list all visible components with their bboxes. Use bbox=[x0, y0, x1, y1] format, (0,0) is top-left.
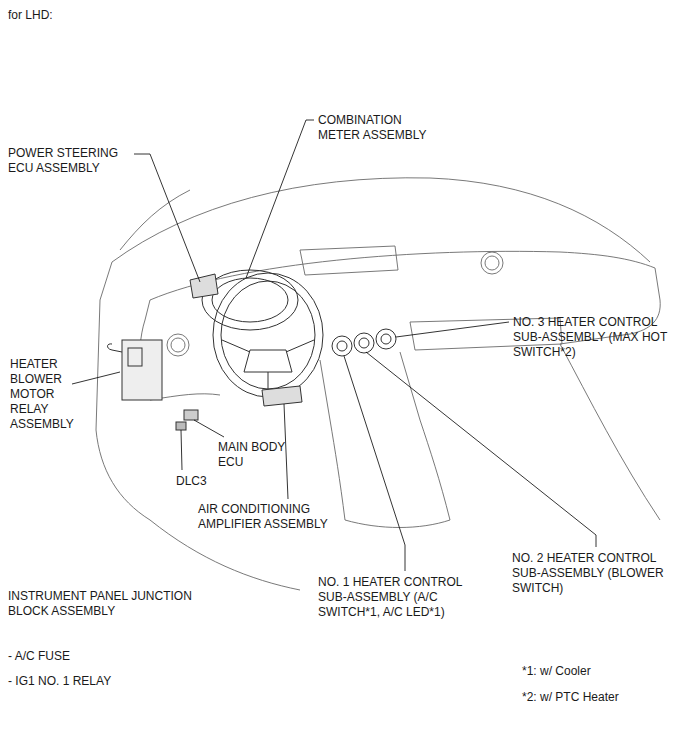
leader-line bbox=[134, 154, 200, 282]
main-body-ecu-part bbox=[184, 410, 198, 420]
part-label: - IG1 NO. 1 RELAY bbox=[8, 674, 168, 689]
part-label: *1: w/ Cooler bbox=[522, 664, 672, 679]
part-label: MAIN BODY ECU bbox=[218, 440, 290, 470]
part-label: NO. 3 HEATER CONTROL SUB-ASSEMBLY (MAX H… bbox=[513, 315, 681, 360]
leader-line bbox=[194, 420, 224, 437]
leader-line bbox=[366, 352, 596, 547]
part-label: INSTRUMENT PANEL JUNCTION BLOCK ASSEMBLY bbox=[8, 589, 208, 619]
left-vent bbox=[167, 334, 189, 356]
power-steering-ecu bbox=[190, 274, 218, 298]
leader-line bbox=[72, 372, 120, 384]
leader-line bbox=[344, 356, 405, 571]
meter-and-wheel bbox=[108, 270, 397, 430]
car-interior bbox=[96, 178, 660, 590]
heater-knob-3 bbox=[376, 329, 396, 349]
console-right bbox=[400, 352, 450, 520]
left-vent-inner bbox=[171, 338, 185, 352]
a-pillar bbox=[120, 190, 190, 250]
relay-socket bbox=[128, 348, 142, 366]
heater-knob-1 bbox=[332, 336, 352, 356]
part-label: NO. 2 HEATER CONTROL SUB-ASSEMBLY (BLOWE… bbox=[512, 551, 680, 596]
part-label: DLC3 bbox=[176, 474, 236, 489]
page-title: for LHD: bbox=[8, 8, 53, 23]
dlc3-part bbox=[176, 422, 186, 430]
dash-top bbox=[150, 251, 655, 300]
part-label: *2: w/ PTC Heater bbox=[522, 690, 672, 705]
right-vent-inner bbox=[485, 256, 499, 270]
junction-block bbox=[122, 340, 162, 400]
leader-line bbox=[181, 430, 182, 470]
floor-right bbox=[560, 344, 660, 520]
part-label: AIR CONDITIONING AMPLIFIER ASSEMBLY bbox=[198, 502, 338, 532]
blower-relay bbox=[108, 344, 123, 352]
heater-knob-2-center bbox=[359, 338, 369, 348]
heater-knob-2 bbox=[354, 333, 374, 353]
windshield-edge bbox=[112, 178, 650, 262]
leader-line bbox=[396, 322, 509, 337]
right-vent bbox=[481, 252, 503, 274]
wheel-hub bbox=[244, 350, 292, 372]
leader-line bbox=[246, 120, 314, 278]
part-label: HEATER BLOWER MOTOR RELAY ASSEMBLY bbox=[10, 357, 70, 432]
combination-meter bbox=[202, 270, 298, 330]
heater-knob-1-center bbox=[337, 341, 347, 351]
part-label: NO. 1 HEATER CONTROL SUB-ASSEMBLY (A/C S… bbox=[318, 575, 470, 620]
steering-wheel bbox=[213, 273, 323, 397]
center-display bbox=[300, 246, 398, 275]
console-left bbox=[320, 360, 345, 520]
part-label: COMBINATION METER ASSEMBLY bbox=[318, 113, 443, 143]
part-label: POWER STEERING ECU ASSEMBLY bbox=[8, 146, 133, 176]
heater-knob-3-center bbox=[381, 334, 391, 344]
part-label: - A/C FUSE bbox=[8, 649, 168, 664]
ac-amplifier-part bbox=[262, 386, 302, 406]
